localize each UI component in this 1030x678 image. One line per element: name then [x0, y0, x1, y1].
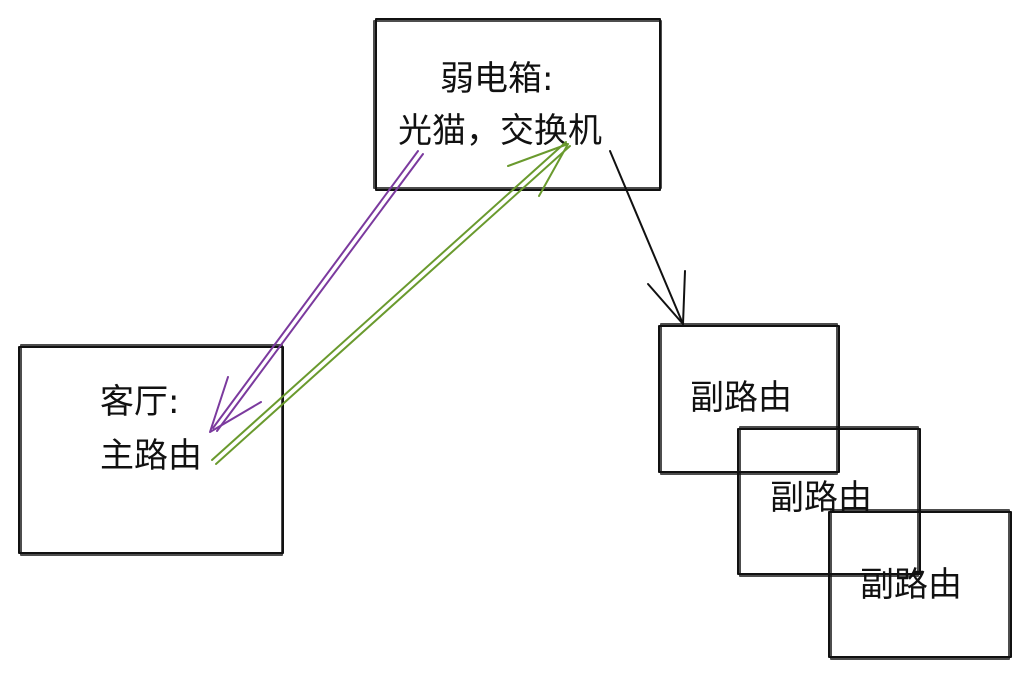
- sub-router-box-3[interactable]: 副路由: [828, 509, 1012, 660]
- arrow-up-head: [507, 143, 569, 197]
- arrow-weak-box-to-sub-router: [609, 150, 686, 325]
- arrow-down-head: [209, 376, 262, 433]
- arrow-down-shaft: [212, 150, 419, 429]
- living-room-router-box[interactable]: 客厅: 主路由: [18, 344, 284, 556]
- sub-router-box-1[interactable]: 副路由: [658, 323, 840, 475]
- arrow-up-shaft: [211, 141, 567, 461]
- weak-current-box[interactable]: 弱电箱: 光猫，交换机: [373, 18, 662, 191]
- arrow-living-room-to-weak-box: [211, 141, 571, 465]
- arrow-down-shaft-double: [216, 153, 424, 432]
- arrow-right-head: [647, 270, 686, 325]
- weak-current-box-title: 弱电箱:: [440, 59, 553, 99]
- living-room-title: 客厅:: [100, 382, 179, 422]
- arrow-weak-box-to-living-room: [209, 150, 424, 433]
- sub-router-1-label: 副路由: [690, 378, 792, 418]
- arrow-right-shaft: [609, 150, 684, 325]
- main-router-label: 主路由: [100, 436, 202, 476]
- weak-current-box-devices: 光猫，交换机: [398, 111, 602, 151]
- arrow-up-shaft-double: [215, 145, 571, 465]
- sub-router-3-label: 副路由: [860, 565, 962, 605]
